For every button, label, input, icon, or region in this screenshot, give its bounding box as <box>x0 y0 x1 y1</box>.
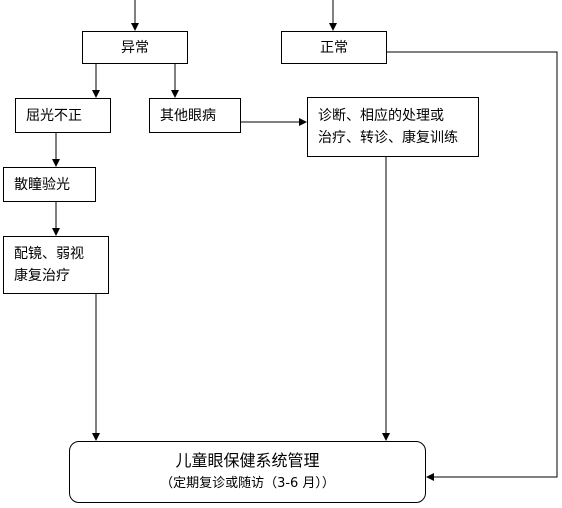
node-normal-label: 正常 <box>320 39 348 56</box>
node-glasses-line1: 配镜、弱视 <box>14 246 84 262</box>
node-other-eye-disease-label: 其他眼病 <box>160 107 216 124</box>
node-management-subtitle: （定期复诊或随访（3-6 月）） <box>160 476 335 491</box>
arrow-normal-to-management <box>386 51 558 481</box>
node-cycloplegic-refraction: 散瞳验光 <box>3 167 96 202</box>
node-glasses-line2: 康复治疗 <box>14 268 70 284</box>
node-normal: 正常 <box>281 31 387 64</box>
node-other-eye-disease: 其他眼病 <box>149 98 241 133</box>
node-refractive-error: 屈光不正 <box>15 98 111 133</box>
node-refractive-error-label: 屈光不正 <box>26 107 82 124</box>
node-abnormal: 异常 <box>82 31 188 64</box>
node-management-title: 儿童眼保健系统管理 <box>175 451 320 470</box>
node-cycloplegic-refraction-label: 散瞳验光 <box>14 176 70 193</box>
node-management: 儿童眼保健系统管理 （定期复诊或随访（3-6 月）） <box>69 441 426 503</box>
node-glasses-amblyopia: 配镜、弱视 康复治疗 <box>3 236 109 294</box>
node-diagnosis-line1: 诊断、相应的处理或 <box>318 108 444 124</box>
node-abnormal-label: 异常 <box>121 39 149 56</box>
node-diagnosis-line2: 治疗、转诊、康复训练 <box>318 130 458 146</box>
node-diagnosis: 诊断、相应的处理或 治疗、转诊、康复训练 <box>307 97 479 157</box>
